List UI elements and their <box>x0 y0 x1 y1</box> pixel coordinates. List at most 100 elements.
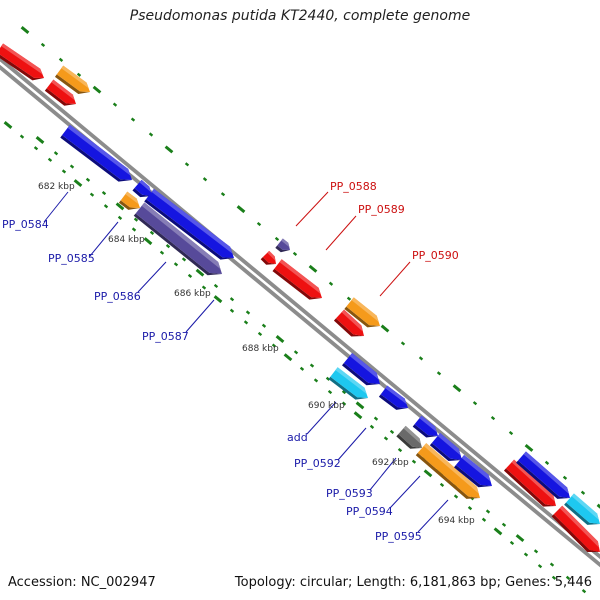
tick-mark <box>313 378 319 383</box>
gene-arrow[interactable] <box>260 250 279 269</box>
gene-arrow-pp_0593[interactable] <box>396 425 425 454</box>
tick-mark <box>112 102 118 107</box>
tick-mark <box>202 177 208 182</box>
tick-mark <box>181 257 187 262</box>
gene-arrow[interactable] <box>54 65 93 99</box>
tick-mark <box>130 117 136 122</box>
scale-label: 686 kbp <box>174 289 211 299</box>
gene-arrow-pp_0584[interactable] <box>60 124 136 188</box>
tick-mark <box>380 324 390 333</box>
tick-mark <box>353 411 363 420</box>
tick-mark <box>173 262 179 267</box>
gene-arrow-pp_0592[interactable] <box>429 433 466 467</box>
tick-mark <box>103 204 109 209</box>
scale-label: 684 kbp <box>108 235 145 245</box>
tick-mark <box>596 503 600 509</box>
tick-mark <box>509 540 515 546</box>
scale-label: 690 kbp <box>308 401 345 411</box>
gene-arrow-pp_0587[interactable] <box>144 188 238 266</box>
leader-line <box>379 261 411 297</box>
tick-mark <box>164 145 174 154</box>
tick-mark <box>533 549 539 554</box>
gene-arrow-pp_0586[interactable] <box>133 202 227 282</box>
tick-mark <box>115 202 125 211</box>
tick-mark <box>467 506 473 511</box>
gene-arrow-pp_0594[interactable] <box>415 443 484 505</box>
gene-arrow[interactable] <box>378 385 411 415</box>
tick-mark <box>274 236 280 242</box>
tick-mark <box>292 251 298 256</box>
tick-mark <box>117 215 123 220</box>
tick-mark <box>257 331 263 337</box>
tick-mark <box>73 179 83 188</box>
tick-mark <box>159 250 165 255</box>
tick-mark <box>369 424 375 429</box>
tick-mark <box>131 227 137 232</box>
tick-mark <box>383 436 389 441</box>
leader-line <box>389 475 421 509</box>
tick-mark <box>33 146 39 151</box>
tick-mark <box>245 310 251 315</box>
tick-mark <box>418 356 424 361</box>
tick-mark <box>327 389 333 395</box>
tick-mark <box>537 564 543 569</box>
leader-line <box>185 299 215 333</box>
gene-label: add <box>287 431 308 444</box>
tick-mark <box>373 416 379 421</box>
tick-mark <box>283 353 293 362</box>
tick-mark <box>148 132 154 137</box>
tick-mark <box>275 335 285 343</box>
tick-mark <box>325 376 331 381</box>
leader-line <box>295 191 329 227</box>
tick-mark <box>92 85 102 94</box>
gene-features[interactable] <box>0 43 600 558</box>
map-title: Pseudomonas putida KT2440, complete geno… <box>129 8 471 24</box>
tick-mark <box>549 562 555 567</box>
tick-mark <box>490 416 496 421</box>
tick-mark <box>309 363 315 368</box>
gene-arrow-pp_0588[interactable] <box>275 238 292 255</box>
gene-arrow-pp_0595[interactable] <box>454 454 496 493</box>
gene-arrow[interactable] <box>44 79 80 111</box>
tick-mark <box>220 192 226 197</box>
gene-arrow-pp_0585[interactable] <box>118 191 143 215</box>
tick-mark <box>261 323 267 328</box>
tick-mark <box>523 552 529 557</box>
gene-label: PP_0592 <box>294 457 341 470</box>
gene-arrow[interactable] <box>333 309 368 343</box>
tick-mark <box>341 390 347 395</box>
gene-arrow[interactable] <box>132 179 155 203</box>
tick-mark <box>85 177 91 182</box>
tick-mark <box>551 575 557 580</box>
tick-mark <box>501 522 507 527</box>
tick-mark <box>515 534 525 543</box>
gene-arrow[interactable] <box>412 415 442 443</box>
gene-arrow[interactable] <box>564 493 600 530</box>
tick-mark <box>89 192 95 197</box>
tick-mark <box>229 297 235 302</box>
leader-line <box>43 191 69 223</box>
tick-mark <box>243 320 249 325</box>
gene-label: PP_0587 <box>142 330 189 343</box>
scale-label: 682 kbp <box>38 182 75 192</box>
gene-label: PP_0588 <box>330 180 377 193</box>
gene-arrow[interactable] <box>516 451 574 504</box>
tick-mark <box>101 190 107 196</box>
gene-label: PP_0594 <box>346 505 393 518</box>
gene-arrow[interactable] <box>551 505 600 559</box>
tick-mark <box>236 205 246 214</box>
tick-mark <box>3 121 13 129</box>
gene-arrow-pp_0590[interactable] <box>344 297 383 333</box>
gene-arrow-add[interactable] <box>328 367 372 405</box>
gene-arrow[interactable] <box>342 352 384 391</box>
leader-line <box>369 457 397 491</box>
gene-arrow[interactable] <box>503 459 560 513</box>
tick-mark <box>453 494 459 499</box>
tick-mark <box>133 217 139 222</box>
scale-label: 692 kbp <box>372 458 409 468</box>
tick-mark <box>346 296 352 301</box>
gene-arrow-pp_0589[interactable] <box>272 259 325 305</box>
gene-arrow[interactable] <box>0 43 47 85</box>
